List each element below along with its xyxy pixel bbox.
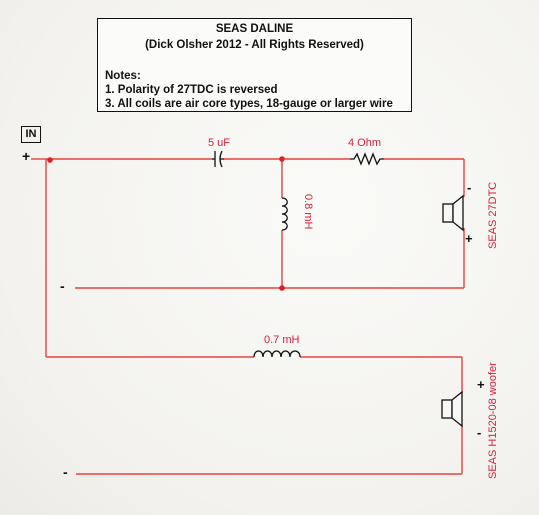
notes-heading: Notes: [105, 70, 141, 82]
input-label: IN [21, 126, 41, 143]
tweeter-minus-sign: - [467, 180, 471, 195]
woofer-plus-sign: + [477, 377, 485, 392]
woofer-inductor-label: 0.7 mH [264, 334, 300, 346]
note-3: 3. All coils are air core types, 18-gaug… [105, 98, 393, 110]
input-minus-top-sign: - [60, 278, 65, 294]
woofer-label: SEAS H1520-08 woofer [487, 362, 499, 479]
tweeter-plus-sign: + [465, 231, 473, 246]
tweeter-label: SEAS 27DTC [487, 182, 499, 249]
node-top [279, 156, 285, 162]
notes-block: Notes: 1. Polarity of 27TDC is reversed … [105, 69, 393, 111]
tweeter-speaker-icon [442, 194, 464, 232]
input-plus-sign: + [22, 148, 30, 164]
woofer-inductor-symbol [253, 350, 301, 358]
diagram-title: SEAS DALINE [215, 23, 294, 35]
node-input [47, 157, 53, 163]
resistor-symbol [350, 152, 384, 166]
capacitor-label: 5 uF [208, 137, 230, 149]
capacitor-symbol [212, 150, 224, 168]
wires [31, 158, 465, 475]
node-bottom [279, 285, 285, 291]
resistor-label: 4 Ohm [348, 137, 381, 149]
woofer-minus-sign: - [477, 425, 481, 440]
diagram-subtitle: (Dick Olsher 2012 - All Rights Reserved) [145, 39, 364, 51]
title-block: SEAS DALINE (Dick Olsher 2012 - All Righ… [97, 18, 412, 112]
input-minus-bottom-sign: - [63, 464, 68, 480]
note-1: 1. Polarity of 27TDC is reversed [105, 84, 278, 96]
woofer-speaker-icon [441, 390, 463, 428]
junction-nodes [47, 156, 285, 291]
shunt-inductor-label: 0.8 mH [302, 194, 314, 230]
shunt-inductor-symbol [281, 197, 288, 231]
